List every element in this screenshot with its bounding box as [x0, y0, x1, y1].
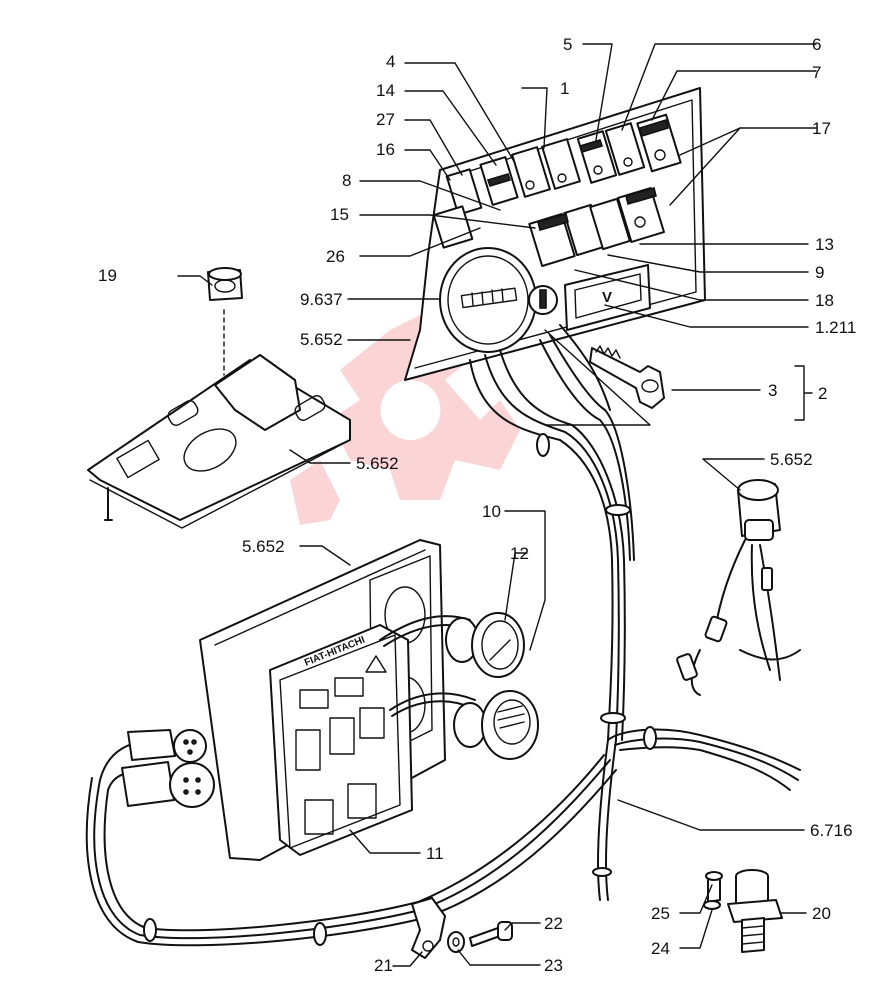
callout-23: 23 [544, 956, 563, 975]
temperature-sender [703, 869, 783, 953]
callout-1211: 1.211 [815, 318, 856, 337]
callout-11: 11 [426, 844, 444, 863]
callout-16: 16 [376, 140, 395, 159]
callout-9637: 9.637 [300, 290, 343, 309]
callout-14: 14 [376, 81, 395, 100]
callout-7: 7 [812, 63, 821, 82]
switch-panel: V [404, 87, 706, 381]
key-switch [528, 285, 558, 315]
voltmeter-label: V [602, 289, 612, 306]
gear-watermark [290, 310, 520, 525]
callout-20: 20 [812, 904, 831, 923]
callout-13: 13 [815, 235, 834, 254]
callout-19: 19 [98, 266, 117, 285]
lower-switch-row [528, 187, 665, 268]
callout-26: 26 [326, 247, 345, 266]
callout-17: 17 [812, 119, 831, 138]
callout-1: 1 [560, 79, 569, 98]
callout-3: 3 [768, 381, 777, 400]
callout-27: 27 [376, 110, 395, 129]
callout-6716: 6.716 [810, 821, 853, 840]
callout-9: 9 [815, 263, 824, 282]
voltmeter-window: V [564, 264, 651, 331]
callout-2: 2 [818, 384, 827, 403]
callout-12: 12 [510, 544, 529, 563]
callout-5: 5 [563, 35, 572, 54]
bezel-nut [207, 267, 243, 301]
callout-5652-panel: 5.652 [300, 330, 343, 349]
callout-15: 15 [330, 205, 349, 224]
callout-4: 4 [386, 52, 395, 71]
callout-5652-switch: 5.652 [770, 450, 813, 469]
callout-21: 21 [374, 956, 393, 975]
leader-lines [177, 43, 817, 967]
callout-labels: 5 6 4 7 1 14 27 17 16 8 15 13 26 9 19 9.… [98, 35, 856, 975]
panel-cover [87, 309, 351, 529]
callout-6: 6 [812, 35, 821, 54]
gauge-bottom [389, 690, 539, 760]
callout-18: 18 [815, 291, 834, 310]
gauge-top [379, 612, 525, 678]
callout-25: 25 [651, 904, 670, 923]
main-harness [85, 324, 801, 947]
callout-5652-cover: 5.652 [356, 454, 399, 473]
callout-22: 22 [544, 914, 563, 933]
callout-10: 10 [482, 502, 501, 521]
harness-clamp [411, 897, 513, 959]
connector-plug [121, 729, 215, 808]
pressure-switch [676, 479, 801, 696]
hour-meter [439, 247, 537, 353]
upper-switch-row [445, 113, 682, 216]
callout-8: 8 [342, 171, 351, 190]
callout-24: 24 [651, 939, 670, 958]
key-icon [589, 345, 665, 409]
callout-5652-box: 5.652 [242, 537, 285, 556]
